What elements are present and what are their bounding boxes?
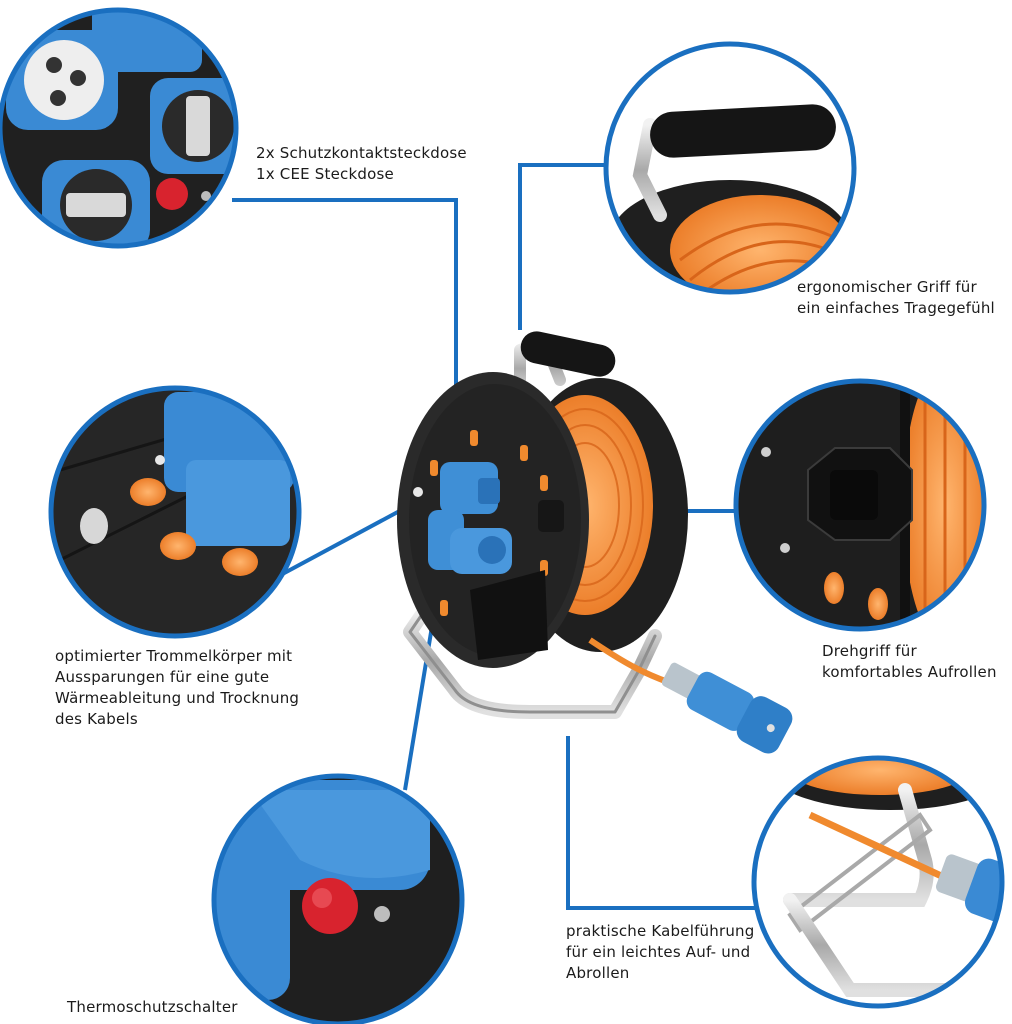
callout-thermal-switch: Thermoschutzschalter <box>67 997 238 1018</box>
reel-handle-grip <box>520 331 616 377</box>
callout-drum-line-4: des Kabels <box>55 710 138 728</box>
socket-lid-detail <box>186 460 290 546</box>
vent-hole-1 <box>130 478 166 506</box>
detail-drum-body <box>48 385 302 639</box>
thermal-button <box>302 878 358 934</box>
vent-hole-2 <box>160 532 196 560</box>
callout-sockets: 2x Schutzkontaktsteckdose 1x CEE Steckdo… <box>256 143 467 185</box>
callout-cable-guide: praktische Kabelführung für ein leichtes… <box>566 921 754 984</box>
callout-drum-line-2: Aussparungen für eine gute <box>55 668 270 686</box>
center-label <box>470 570 548 660</box>
detail-handle <box>603 41 857 295</box>
callout-drum-line-1: optimierter Trommelkörper mit <box>55 647 293 665</box>
thermal-button-small <box>156 178 188 210</box>
callout-guide-line-2: für ein leichtes Auf- und <box>566 943 751 961</box>
callout-guide-line-3: Abrollen <box>566 964 630 982</box>
callout-guide-line-1: praktische Kabelführung <box>566 922 755 940</box>
callout-drum-line-3: Wärmeableitung und Trocknung <box>55 689 300 707</box>
connector-drum <box>261 498 421 587</box>
front-sockets <box>428 462 512 574</box>
connector-handle <box>518 163 612 330</box>
detail-thermal-switch <box>211 773 465 1024</box>
callout-crank: Drehgriff für komfortables Aufrollen <box>822 641 997 683</box>
connector-guide <box>566 736 762 910</box>
callout-handle-line-2: ein einfaches Tragegefühl <box>797 299 995 317</box>
callout-handle: ergonomischer Griff für ein einfaches Tr… <box>797 277 995 319</box>
callout-crank-line-2: komfortables Aufrollen <box>822 663 997 681</box>
callout-sockets-line-2: 1x CEE Steckdose <box>256 165 394 183</box>
callout-sockets-line-1: 2x Schutzkontaktsteckdose <box>256 144 467 162</box>
callout-handle-line-1: ergonomischer Griff für <box>797 278 977 296</box>
cable-out <box>588 637 670 685</box>
cable-through-guide <box>808 811 952 884</box>
crank-knob <box>538 500 564 532</box>
cable-reel-main <box>397 331 793 754</box>
callout-thermal-line-1: Thermoschutzschalter <box>67 998 238 1016</box>
cee-socket-face <box>24 40 104 120</box>
detail-cable-guide <box>751 755 1005 1009</box>
callout-drum-body: optimierter Trommelkörper mit Aussparung… <box>55 646 299 730</box>
cee-plug <box>661 662 793 754</box>
handle-grip-detail <box>650 104 836 158</box>
wire-guide-loop <box>787 812 933 933</box>
detail-crank <box>733 378 987 632</box>
vent-hole-3 <box>222 548 258 576</box>
callout-crank-line-1: Drehgriff für <box>822 642 917 660</box>
detail-sockets <box>0 7 239 249</box>
